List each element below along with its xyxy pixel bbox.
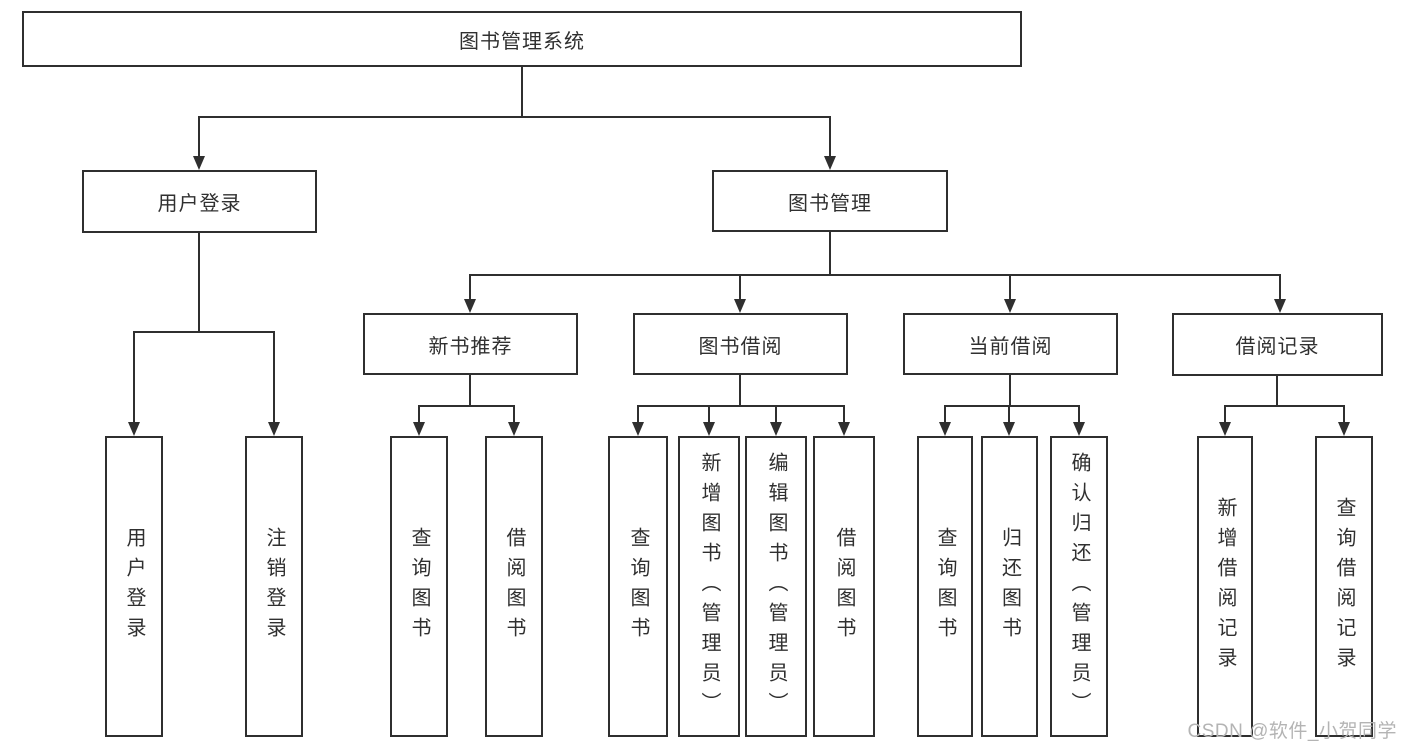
arrowhead-icon xyxy=(464,299,476,313)
connector-line xyxy=(739,275,741,301)
leaf-add-book-admin-label: 新增图书（管理员） xyxy=(698,451,720,722)
connector-line xyxy=(637,406,639,424)
connector-line xyxy=(944,406,946,424)
connector-line xyxy=(469,275,471,301)
arrowhead-icon xyxy=(838,422,850,436)
node-root-label: 图书管理系统 xyxy=(459,30,585,53)
connector-line xyxy=(198,117,200,158)
connector-line xyxy=(1009,374,1011,406)
arrowhead-icon xyxy=(770,422,782,436)
connector-line xyxy=(198,116,831,118)
leaf-query-books-recommend: 查询图书 xyxy=(390,436,448,737)
leaf-logout: 注销登录 xyxy=(245,436,303,737)
node-current-borrow-label: 当前借阅 xyxy=(968,335,1053,358)
arrowhead-icon xyxy=(128,422,140,436)
connector-line xyxy=(708,406,710,424)
arrowhead-icon xyxy=(413,422,425,436)
node-root: 图书管理系统 xyxy=(22,11,1022,67)
connector-line xyxy=(1078,406,1080,424)
leaf-user-login: 用户登录 xyxy=(105,436,163,737)
leaf-query-borrow-record: 查询借阅记录 xyxy=(1315,436,1373,737)
arrowhead-icon xyxy=(1004,299,1016,313)
connector-line xyxy=(775,406,777,424)
node-book-management: 图书管理 xyxy=(712,170,948,232)
node-book-management-label: 图书管理 xyxy=(788,192,872,215)
leaf-add-borrow-record: 新增借阅记录 xyxy=(1197,436,1253,737)
connector-line xyxy=(513,406,515,424)
node-borrow-records: 借阅记录 xyxy=(1172,313,1383,376)
connector-line xyxy=(198,231,200,332)
connector-line xyxy=(521,67,523,117)
leaf-confirm-return-admin-label: 确认归还（管理员） xyxy=(1068,451,1090,722)
node-user-login: 用户登录 xyxy=(82,170,317,233)
node-book-borrow: 图书借阅 xyxy=(633,313,848,375)
leaf-query-books-borrow-label: 查询图书 xyxy=(627,526,649,647)
connector-line xyxy=(469,274,1281,276)
csdn-watermark: CSDN @软件_小贺同学 xyxy=(1187,721,1397,742)
arrowhead-icon xyxy=(508,422,520,436)
arrowhead-icon xyxy=(268,422,280,436)
leaf-borrow-books-borrow-label: 借阅图书 xyxy=(833,526,855,647)
leaf-logout-label: 注销登录 xyxy=(263,526,285,647)
leaf-edit-book-admin: 编辑图书（管理员） xyxy=(745,436,807,737)
arrowhead-icon xyxy=(632,422,644,436)
arrowhead-icon xyxy=(734,299,746,313)
arrowhead-icon xyxy=(1338,422,1350,436)
connector-line xyxy=(1009,275,1011,301)
connector-line xyxy=(1343,406,1345,424)
connector-line xyxy=(1224,405,1345,407)
leaf-user-login-label: 用户登录 xyxy=(123,526,145,647)
node-new-book-recommend-label: 新书推荐 xyxy=(428,335,513,358)
arrowhead-icon xyxy=(1274,299,1286,313)
connector-line xyxy=(1276,374,1278,406)
connector-line xyxy=(418,405,515,407)
leaf-query-borrow-record-label: 查询借阅记录 xyxy=(1333,496,1355,677)
connector-line xyxy=(469,374,471,406)
leaf-edit-book-admin-label: 编辑图书（管理员） xyxy=(765,451,787,722)
node-book-borrow-label: 图书借阅 xyxy=(698,335,783,358)
leaf-query-books-current-label: 查询图书 xyxy=(934,526,956,647)
leaf-return-book-label: 归还图书 xyxy=(998,526,1021,647)
connector-line xyxy=(944,405,1080,407)
arrowhead-icon xyxy=(193,156,205,170)
connector-line xyxy=(133,332,135,424)
connector-line xyxy=(829,231,831,275)
connector-line xyxy=(133,331,275,333)
leaf-borrow-books-borrow: 借阅图书 xyxy=(813,436,875,737)
connector-line xyxy=(1279,275,1281,301)
leaf-borrow-books-recommend-label: 借阅图书 xyxy=(503,526,525,647)
arrowhead-icon xyxy=(939,422,951,436)
leaf-query-books-recommend-label: 查询图书 xyxy=(408,526,430,647)
leaf-return-book: 归还图书 xyxy=(981,436,1038,737)
connector-line xyxy=(843,406,845,424)
connector-line xyxy=(739,374,741,406)
leaf-add-book-admin: 新增图书（管理员） xyxy=(678,436,740,737)
connector-line xyxy=(418,406,420,424)
arrowhead-icon xyxy=(824,156,836,170)
arrowhead-icon xyxy=(703,422,715,436)
node-borrow-records-label: 借阅记录 xyxy=(1235,336,1320,358)
connector-line xyxy=(637,405,845,407)
node-current-borrow: 当前借阅 xyxy=(903,313,1118,375)
arrowhead-icon xyxy=(1003,422,1015,436)
connector-line xyxy=(1224,406,1226,424)
arrowhead-icon xyxy=(1219,422,1231,436)
connector-line xyxy=(829,117,831,158)
node-user-login-label: 用户登录 xyxy=(157,193,242,215)
leaf-add-borrow-record-label: 新增借阅记录 xyxy=(1214,496,1236,677)
arrowhead-icon xyxy=(1073,422,1085,436)
node-new-book-recommend: 新书推荐 xyxy=(363,313,578,375)
leaf-confirm-return-admin: 确认归还（管理员） xyxy=(1050,436,1108,737)
connector-line xyxy=(273,332,275,424)
leaf-query-books-current: 查询图书 xyxy=(917,436,973,737)
connector-line xyxy=(1008,406,1010,424)
leaf-borrow-books-recommend: 借阅图书 xyxy=(485,436,543,737)
leaf-query-books-borrow: 查询图书 xyxy=(608,436,668,737)
